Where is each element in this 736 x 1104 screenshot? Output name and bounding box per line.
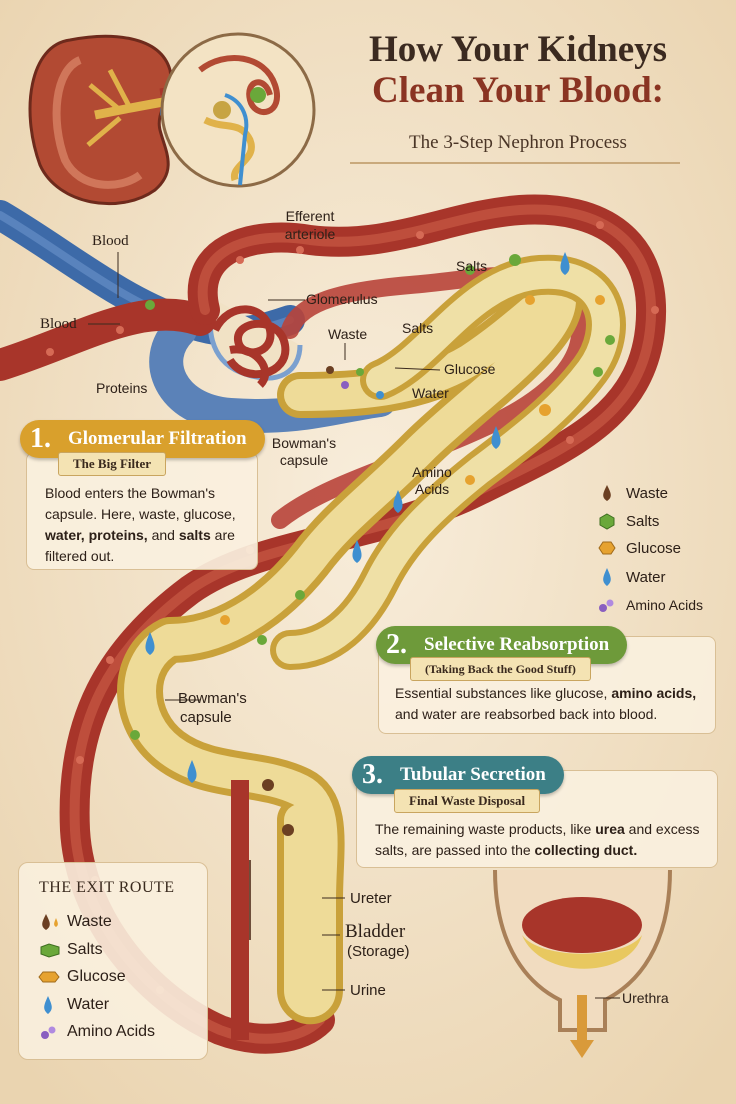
label-salts-top: Salts [456, 258, 488, 274]
nephron-zoom-circle [160, 32, 316, 188]
exit-route-waste: Waste [37, 909, 112, 935]
legend-right-glucose: Glucose [596, 535, 681, 561]
label-bowmans-top-1: Bowman's [271, 435, 337, 451]
label-water: Water [412, 385, 449, 401]
label-efferent: Efferent [285, 208, 335, 224]
step-2-number: 2. [386, 629, 407, 660]
amino-acid-icon [37, 1021, 63, 1043]
salt-cube-icon [37, 939, 63, 961]
glucose-hexagon-icon [596, 537, 622, 559]
label-salts-mid: Salts [402, 320, 434, 336]
label-glomerulus: Glomerulus [306, 291, 378, 307]
water-drops [145, 252, 570, 783]
step-1-text-c: and [147, 527, 179, 543]
label-ureter: Ureter [350, 890, 392, 907]
legend-right: Waste Salts Glucose Water Amino Acids [596, 480, 726, 620]
step-3-banner: 3. Tubular Secretion [352, 756, 564, 794]
page-title: How Your Kidneys Clean Your Blood: [318, 29, 718, 111]
exit-route-water: Water [37, 992, 109, 1018]
label-bladder: Bladder [345, 921, 406, 942]
step-1-text-b: water, proteins, [45, 527, 148, 543]
subtitle-divider [350, 162, 680, 164]
exit-route-title: THE EXIT ROUTE [39, 879, 175, 896]
bladder-illustration [493, 869, 672, 1058]
legend-right-waste-label: Waste [626, 484, 668, 502]
label-blood-left: Blood [40, 316, 77, 332]
label-arteriole: arteriole [284, 226, 336, 242]
legend-right-salts-label: Salts [626, 512, 660, 530]
legend-right-salts: Salts [596, 508, 659, 534]
legend-right-amino: Amino Acids [596, 592, 703, 618]
label-bowmans-low-1: Bowman's [178, 690, 247, 707]
legend-right-waste: Waste [596, 480, 668, 506]
label-glucose: Glucose [444, 361, 496, 377]
water-drop-icon [596, 566, 622, 588]
step-2-text-c: and water are reabsorbed back into blood… [395, 706, 658, 722]
title-line-1: How Your Kidneys [368, 29, 668, 70]
step-1-number: 1. [30, 423, 51, 454]
label-urethra: Urethra [622, 990, 669, 1006]
step-3-title: Tubular Secretion [400, 764, 546, 785]
glucose-hexagon-icon [37, 966, 63, 988]
step-3-text: The remaining waste products, like urea … [375, 819, 717, 861]
label-amino-2: Acids [414, 481, 450, 497]
label-proteins: Proteins [96, 380, 148, 396]
step-1-text-a: Blood enters the Bowman's capsule. Here,… [45, 485, 236, 522]
step-2-subtitle: (Taking Back the Good Stuff) [410, 657, 591, 681]
step-3-subtitle: Final Waste Disposal [394, 789, 541, 813]
label-urine: Urine [350, 982, 386, 999]
step-3-text-c: and excess salts, are passed into the [375, 821, 700, 858]
legend-right-water: Water [596, 564, 665, 590]
step-2-text-b: amino acids, [611, 685, 697, 701]
step-3-text-d: collecting duct. [534, 842, 638, 858]
glomerulus-coil [211, 305, 290, 388]
exit-route-glucose-label: Glucose [67, 968, 126, 985]
label-storage: (Storage) [347, 943, 410, 960]
exit-route-water-label: Water [67, 996, 110, 1013]
step-1-text: Blood enters the Bowman's capsule. Here,… [45, 483, 250, 567]
legend-right-water-label: Water [626, 568, 666, 586]
step-3-text-b: urea [595, 821, 625, 837]
label-bowmans-low-2: capsule [180, 709, 232, 726]
label-waste: Waste [328, 326, 368, 342]
label-blood-top: Blood [92, 233, 129, 249]
step-1-text-d: salts [178, 527, 211, 543]
amino-acid-icon [596, 594, 622, 616]
waste-drop-icon [37, 911, 63, 933]
exit-route-box: THE EXIT ROUTE Waste Salts Glucose Water… [18, 862, 208, 1060]
water-drop-icon [37, 994, 63, 1016]
leader-lines [88, 252, 620, 999]
waste-drop-icon [596, 482, 622, 504]
exit-route-salts: Salts [37, 937, 103, 963]
legend-right-amino-label: Amino Acids [626, 597, 704, 613]
step-1-subtitle: The Big Filter [58, 452, 166, 476]
label-bowmans-top-2: capsule [279, 452, 329, 468]
exit-route-salts-label: Salts [67, 941, 103, 958]
exit-route-amino-label: Amino Acids [67, 1023, 156, 1040]
step-1-text-e: are filtered out. [45, 527, 235, 564]
salt-cube-icon [596, 510, 622, 532]
step-1-title: Glomerular Filtration [68, 428, 247, 449]
step-2-text: Essential substances like glucose, amino… [395, 683, 711, 725]
step-2-title: Selective Reabsorption [424, 634, 610, 655]
page-subtitle: The 3-Step Nephron Process [409, 132, 627, 153]
step-1-banner: 1. Glomerular Filtration [20, 420, 265, 458]
step-3-text-a: The remaining waste products, like [375, 821, 596, 837]
title-line-2: Clean Your Blood: [372, 69, 664, 111]
exit-route-waste-label: Waste [67, 913, 112, 930]
exit-route-glucose: Glucose [37, 964, 126, 990]
exit-route-amino: Amino Acids [37, 1019, 155, 1045]
step-3-number: 3. [362, 759, 383, 790]
step-2-text-a: Essential substances like glucose, [395, 685, 612, 701]
legend-right-glucose-label: Glucose [626, 539, 682, 557]
particles [130, 254, 615, 836]
label-amino-1: Amino [412, 464, 452, 480]
